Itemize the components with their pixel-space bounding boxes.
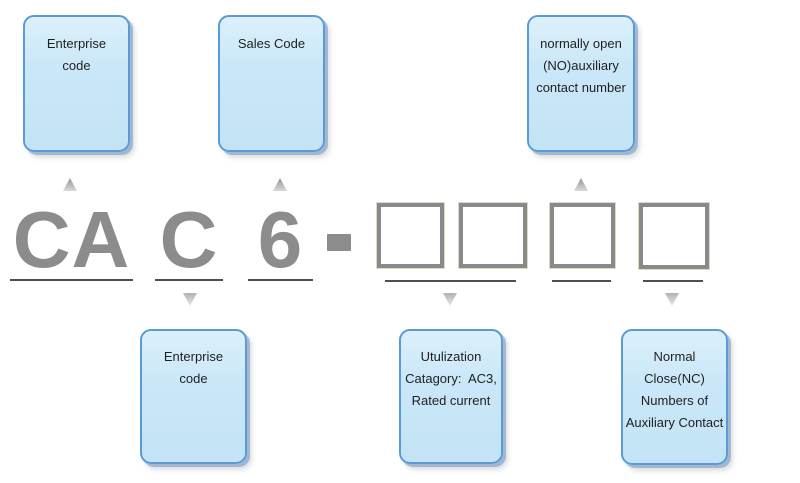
code-underline [155, 279, 223, 281]
label-box-utilization-category: Utulization Catagory: AC3, Rated current [399, 329, 503, 464]
code-underline [248, 279, 313, 281]
label-line: Utulization [420, 349, 482, 364]
label-line: Rated current [411, 393, 491, 408]
arrow-up-icon [273, 178, 287, 191]
code-underline [385, 280, 516, 282]
code-underline [10, 279, 133, 281]
label-line: Auxiliary Contact [625, 415, 724, 430]
label-line: code [179, 371, 208, 386]
code-part-c: C [159, 195, 219, 284]
label-line: Enterprise [46, 36, 107, 51]
arrow-down-icon [443, 293, 457, 306]
label-line: Sales Code [237, 36, 306, 51]
arrow-up-icon [574, 178, 588, 191]
code-blank-square [458, 202, 528, 269]
code-blank-square [638, 202, 710, 270]
label-line: (NO)auxiliary [543, 58, 619, 73]
label-box-no-auxiliary-contact: normally open (NO)auxiliary contact numb… [527, 15, 635, 152]
label-line: Numbers of [640, 393, 709, 408]
label-box-enterprise-code-top: Enterprise code [23, 15, 130, 152]
label-line: code [62, 58, 91, 73]
label-line: Normal Close(NC) [644, 349, 705, 386]
label-box-enterprise-code-bottom: Enterprise code [140, 329, 247, 464]
label-line: Catagory: AC3, [405, 371, 497, 386]
code-underline [552, 280, 611, 282]
code-separator-dash [327, 234, 351, 251]
code-blank-square [376, 202, 445, 269]
code-part-6: 6 [257, 195, 304, 284]
code-blank-square [549, 202, 616, 269]
arrow-down-icon [665, 293, 679, 306]
code-part-ca: CA [12, 195, 131, 284]
label-box-sales-code: Sales Code [218, 15, 325, 152]
label-line: contact number [536, 80, 626, 95]
label-box-nc-auxiliary-contact: Normal Close(NC) Numbers of Auxiliary Co… [621, 329, 728, 465]
label-line: Enterprise [163, 349, 224, 364]
arrow-down-icon [183, 293, 197, 306]
arrow-up-icon [63, 178, 77, 191]
code-underline [643, 280, 703, 282]
label-line: normally open [540, 36, 622, 51]
